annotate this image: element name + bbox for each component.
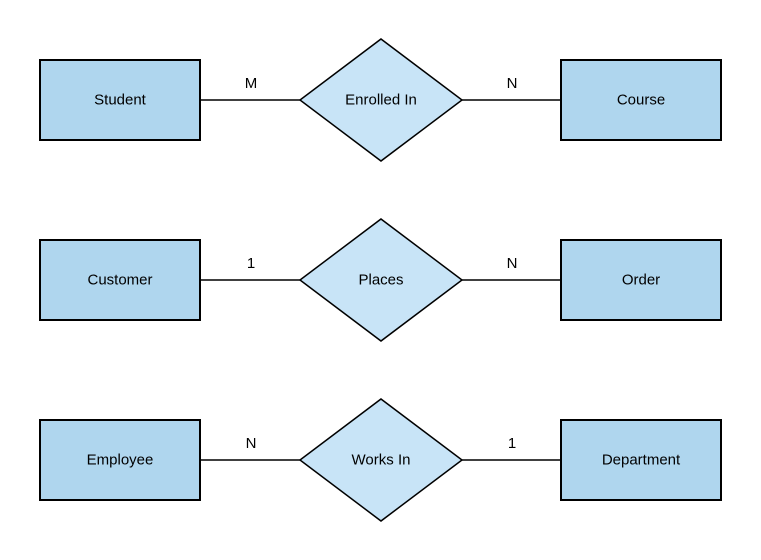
entity-label-left: Student <box>94 92 147 109</box>
entity-rect-right <box>560 59 722 141</box>
cardinality-label-right: N <box>507 255 518 272</box>
cardinality-label-right: N <box>507 75 518 92</box>
relationship-label: Places <box>358 272 403 289</box>
cardinality-label-left: N <box>246 435 257 452</box>
entity-label-right: Order <box>622 272 660 289</box>
cardinality-label-left: M <box>245 75 258 92</box>
entity-label-right: Course <box>617 92 665 109</box>
entity-rect-right <box>560 239 722 321</box>
entity-label-left: Customer <box>87 272 152 289</box>
relationship-label: Enrolled In <box>345 92 417 109</box>
entity-rect-left <box>39 419 201 501</box>
relationship-diamond <box>298 218 464 342</box>
cardinality-label-right: 1 <box>508 435 516 452</box>
entity-rect-right <box>560 419 722 501</box>
cardinality-label-left: 1 <box>247 255 255 272</box>
relationship-diamond <box>298 398 464 522</box>
relationship-diamond <box>298 38 464 162</box>
relationship-label: Works In <box>352 452 411 469</box>
entity-rect-left <box>39 59 201 141</box>
entity-label-right: Department <box>602 452 681 469</box>
entity-rect-left <box>39 239 201 321</box>
entity-label-left: Employee <box>87 452 154 469</box>
